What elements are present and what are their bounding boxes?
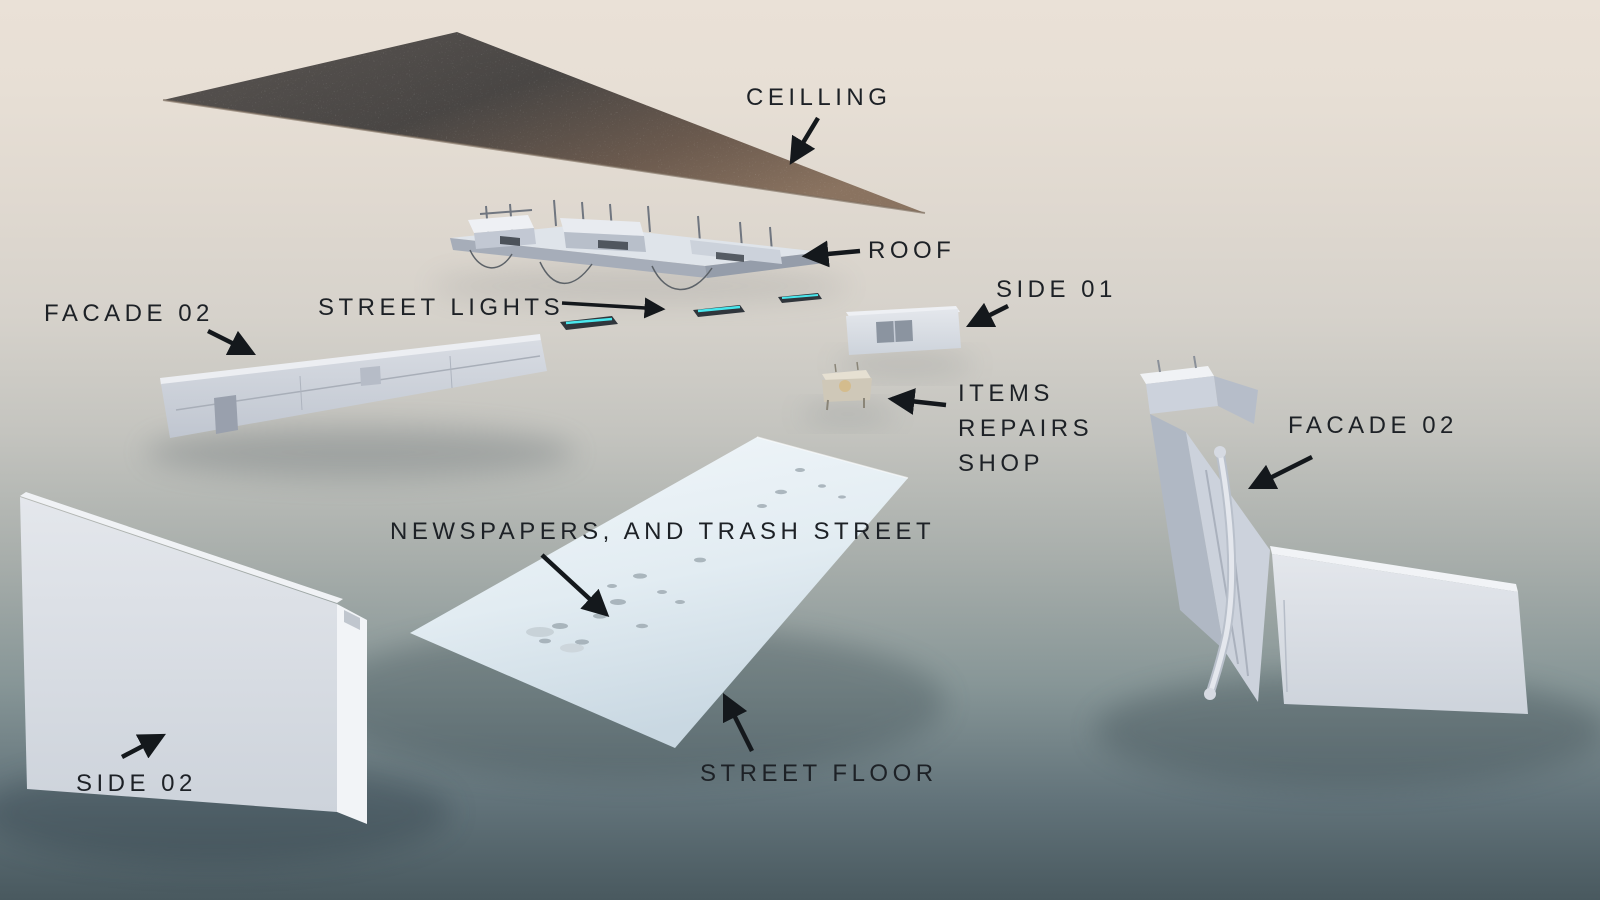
arrow-facade-02-right [1247, 454, 1314, 490]
label-newspapers: NEWSPAPERS, AND TRASH STREET [390, 518, 936, 545]
arrow-side-01 [965, 302, 1010, 328]
side-02-edge [337, 604, 367, 824]
annotation-arrows [120, 116, 1314, 759]
arrow-street-lights [561, 297, 666, 319]
arrow-side-02 [120, 733, 166, 759]
label-ceiling: CEILLING [746, 84, 892, 111]
arrow-items-repairs-shop [887, 388, 947, 415]
roof-shape [450, 199, 824, 291]
label-items-repairs-shop: ITEMS REPAIRS SHOP [958, 380, 1094, 477]
trash-specks [539, 468, 846, 645]
side-02-front [20, 497, 337, 812]
arrow-roof [801, 240, 861, 268]
arrow-facade-02-left [206, 328, 257, 356]
arrow-newspapers [540, 553, 610, 618]
facade-02-right-recede [1150, 414, 1224, 650]
arrow-street-floor [722, 692, 755, 753]
label-facade-02-right: FACADE 02 [1288, 412, 1458, 439]
items-repairs-shop-shape [822, 361, 872, 411]
street-floor-shape [410, 436, 909, 748]
side-02-shape [20, 492, 367, 824]
facade-02-right-shape [1140, 355, 1528, 714]
arrow-ceiling [789, 116, 820, 165]
label-facade-02-left: FACADE 02 [44, 300, 214, 327]
ceiling-shape [162, 32, 926, 214]
side-01-shape [846, 306, 961, 355]
label-street-floor: STREET FLOOR [700, 760, 938, 787]
label-side-01: SIDE 01 [996, 276, 1117, 303]
label-side-02: SIDE 02 [76, 770, 197, 797]
facade-02-left-shape [160, 334, 547, 438]
street-lights-shape [560, 293, 822, 330]
label-street-lights: STREET LIGHTS [318, 294, 565, 321]
label-roof: ROOF [868, 237, 956, 264]
facade-02-right-panel [1272, 554, 1528, 714]
